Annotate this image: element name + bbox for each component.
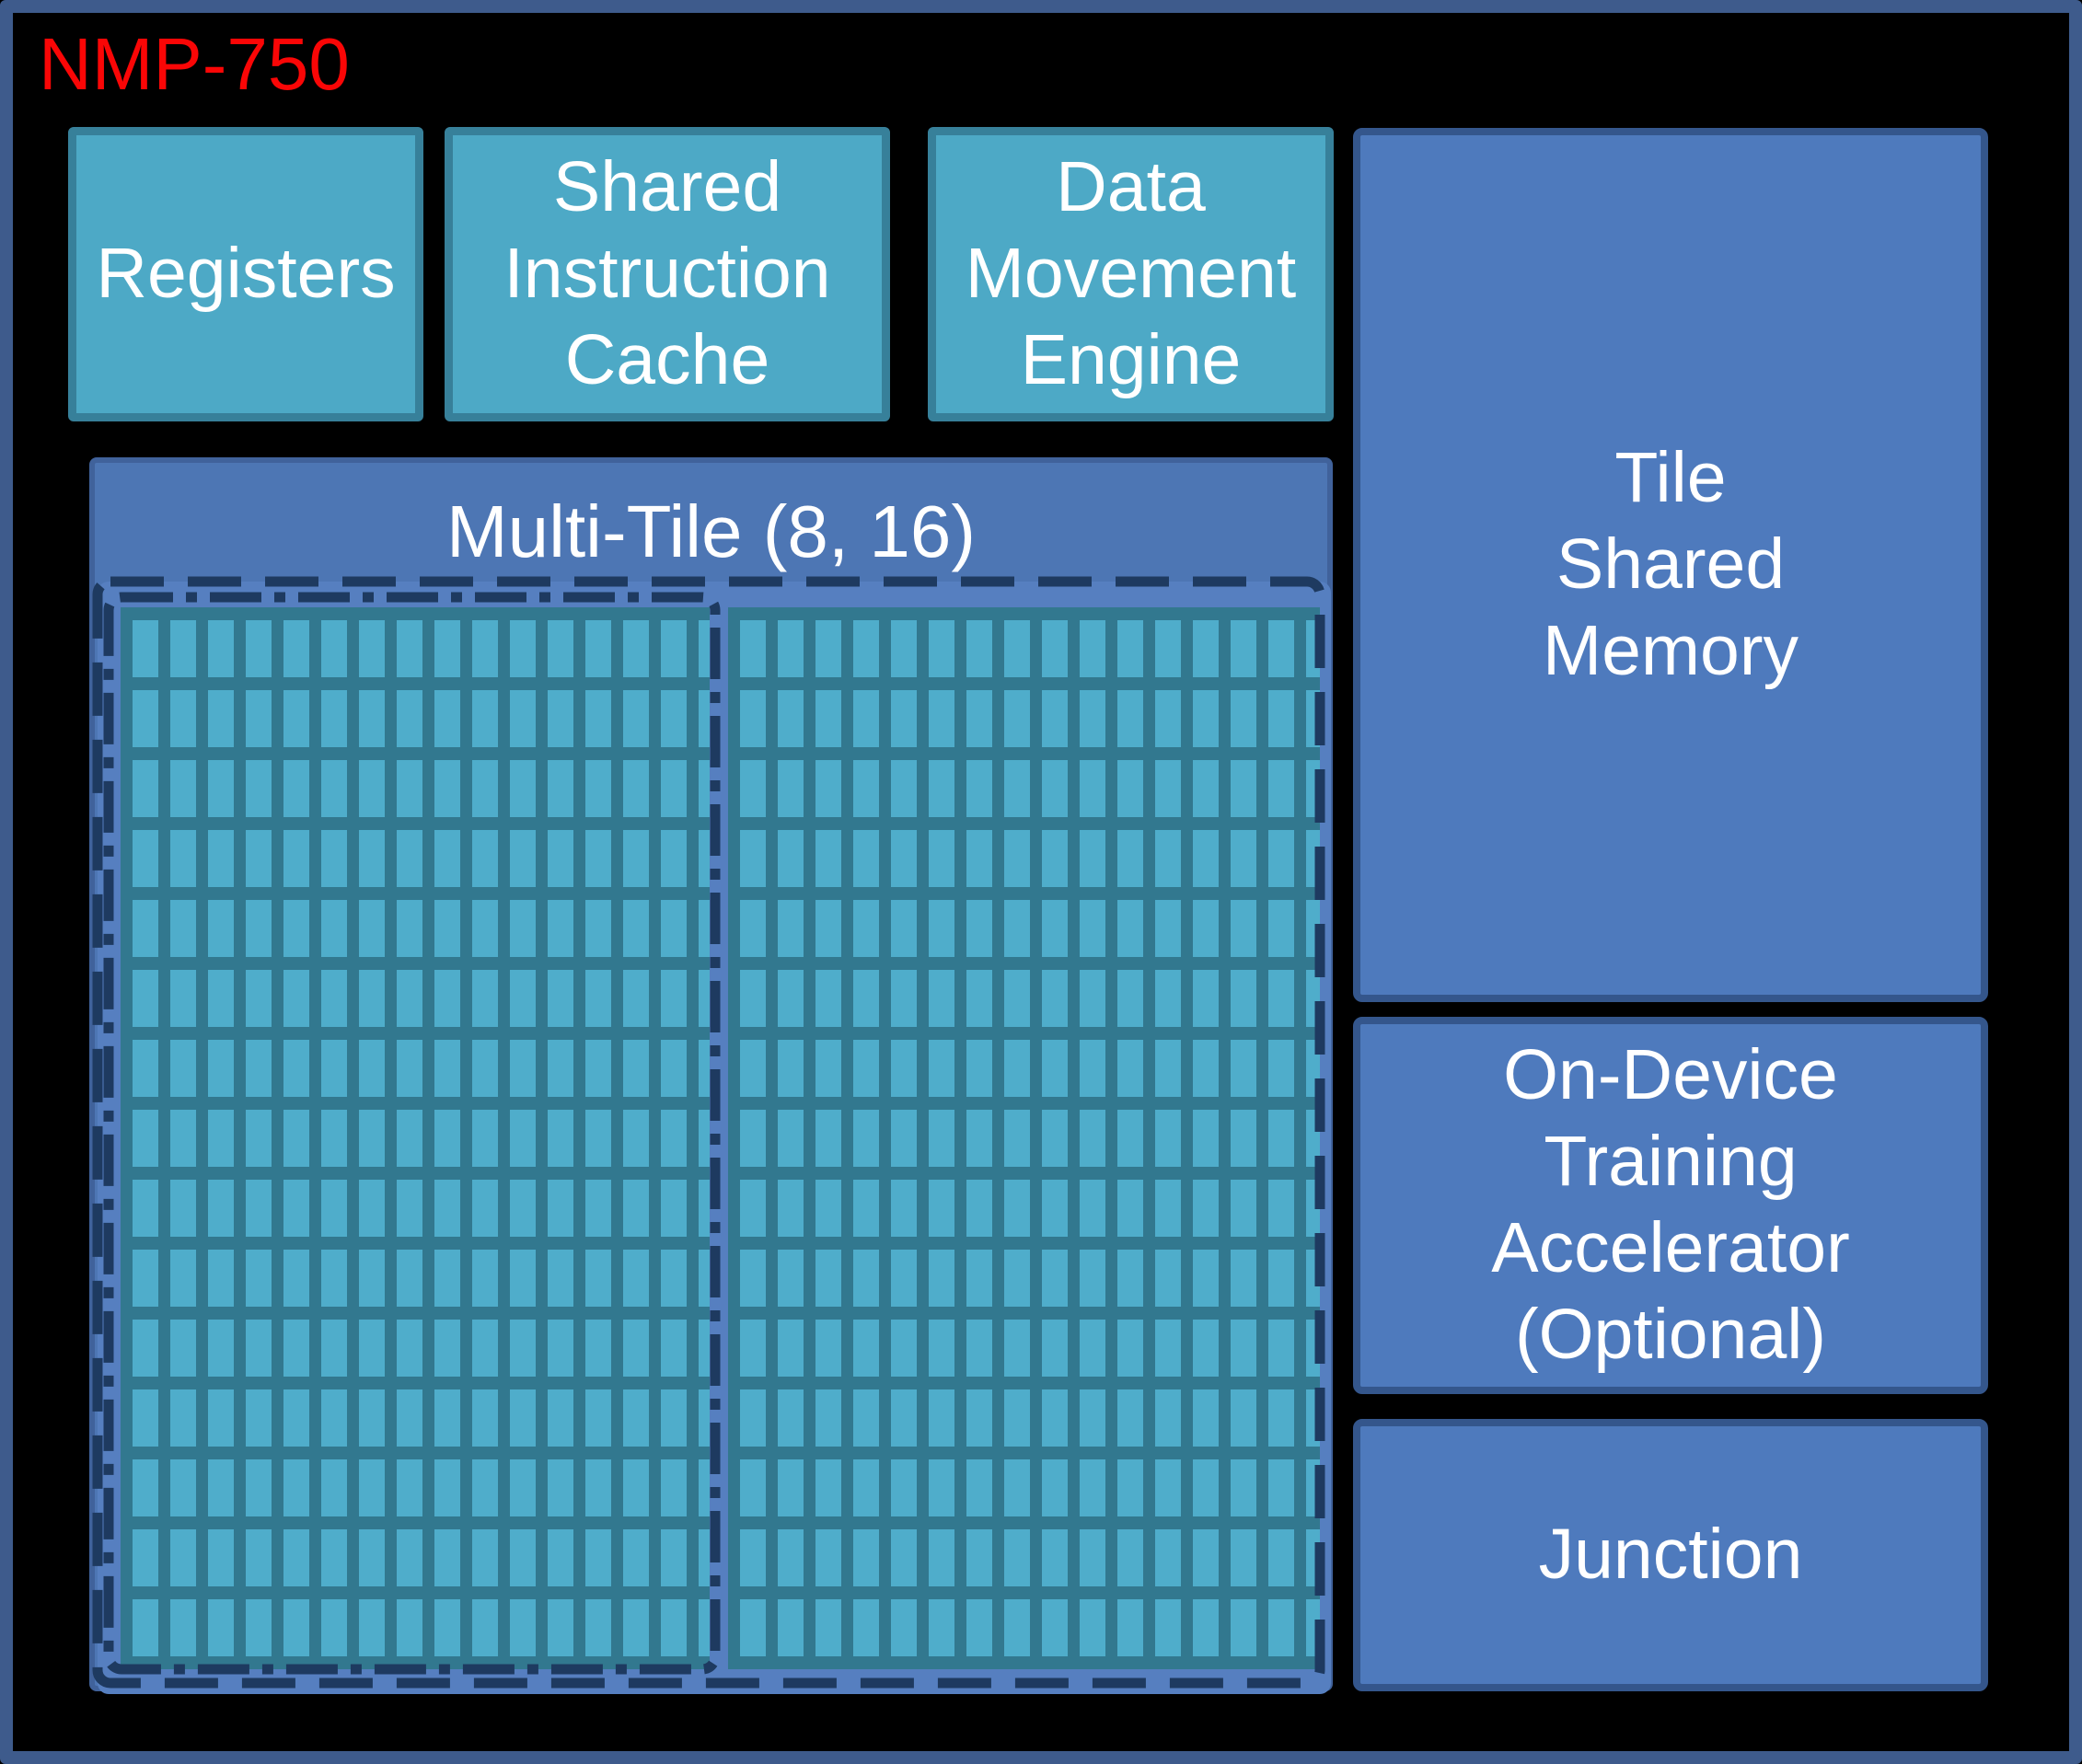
tile-shared-memory-block: Tile Shared Memory bbox=[1353, 128, 1988, 1002]
on-device-training-accelerator-block: On-Device Training Accelerator (Optional… bbox=[1353, 1017, 1988, 1394]
tile-shared-memory-label: Tile Shared Memory bbox=[1542, 438, 1799, 690]
tile-grid-right-half bbox=[728, 607, 1320, 1669]
tile-array-mat bbox=[98, 582, 1331, 1694]
tile-grid-left-half bbox=[121, 607, 710, 1669]
registers-label: Registers bbox=[96, 234, 396, 314]
shared-instruction-cache-block: Shared Instruction Cache bbox=[445, 127, 890, 421]
multi-tile-block: Multi-Tile (8, 16) bbox=[89, 457, 1333, 1694]
data-movement-engine-block: Data Movement Engine bbox=[928, 127, 1334, 421]
junction-label: Junction bbox=[1538, 1515, 1803, 1595]
data-movement-engine-label: Data Movement Engine bbox=[965, 147, 1297, 399]
shared-instruction-cache-label: Shared Instruction Cache bbox=[503, 147, 831, 399]
registers-block: Registers bbox=[68, 127, 423, 421]
junction-block: Junction bbox=[1353, 1419, 1988, 1691]
multi-tile-label: Multi-Tile (8, 16) bbox=[446, 490, 976, 572]
on-device-training-accelerator-label: On-Device Training Accelerator (Optional… bbox=[1491, 1035, 1850, 1374]
chip-title: NMP-750 bbox=[39, 23, 350, 105]
